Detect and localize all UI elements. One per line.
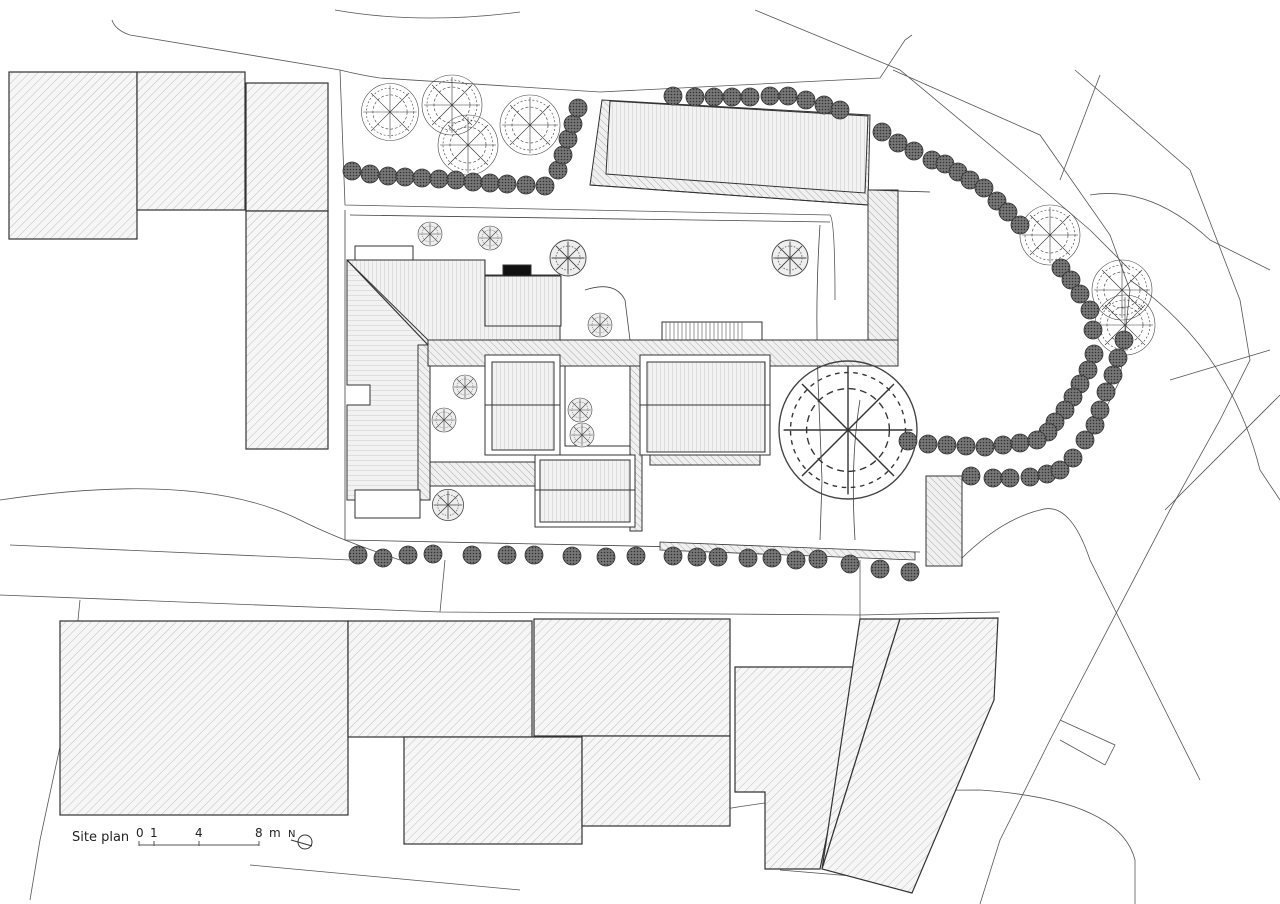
scale-bar (138, 841, 260, 846)
drawing-title: Site plan (72, 830, 130, 845)
stairs (661, 321, 763, 341)
north-arrow-icon (290, 834, 313, 850)
scale-tick-0: 0 (136, 826, 144, 840)
north-label: N (288, 829, 296, 840)
north-outbuilding (589, 99, 931, 341)
scale-tick-4: 4 (195, 826, 203, 840)
neighbor-buildings-top (8, 71, 329, 450)
scale-unit: m (269, 826, 281, 840)
east-garage (925, 475, 963, 567)
neighbor-buildings-bottom (59, 617, 999, 894)
scale-tick-1: 1 (150, 826, 158, 840)
main-house (345, 245, 899, 532)
contour-lines (0, 9, 1280, 904)
scale-tick-8: 8 (255, 826, 263, 840)
